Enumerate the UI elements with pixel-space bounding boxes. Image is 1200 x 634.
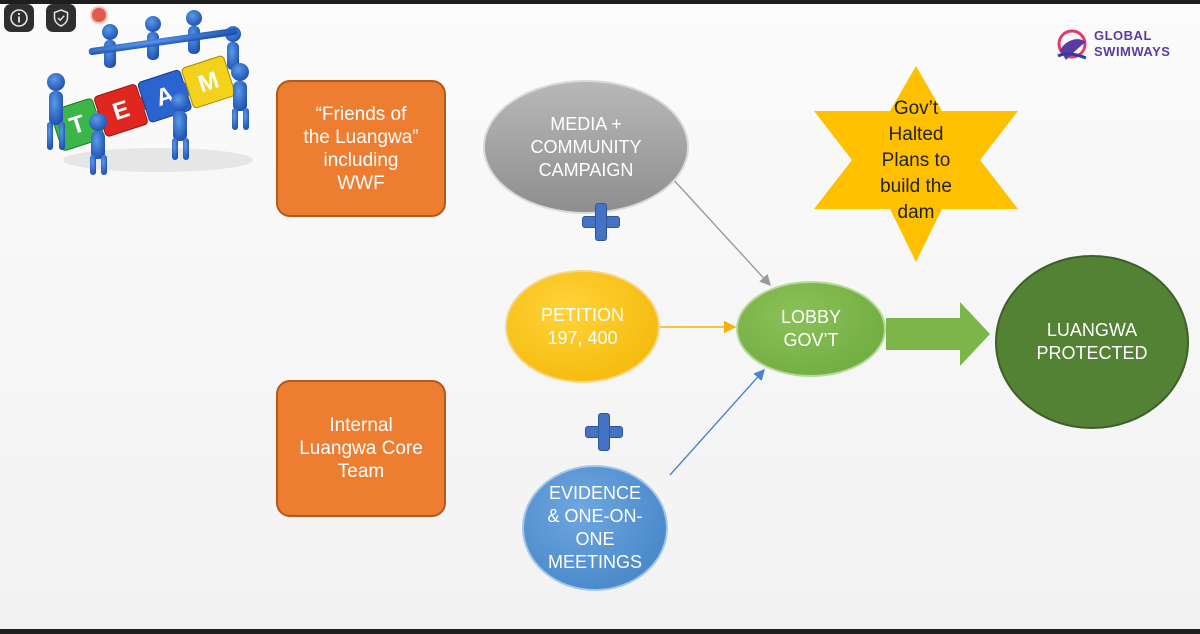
luangwa-protected-node: LUANGWA PROTECTED	[995, 255, 1189, 429]
petition-node: PETITION 197, 400	[505, 270, 660, 383]
shield-check-icon	[53, 9, 69, 27]
window-bottom-bar	[0, 629, 1200, 634]
logo-text-global: GLOBAL	[1094, 28, 1152, 43]
info-button[interactable]	[4, 4, 34, 32]
star-shape	[814, 66, 1018, 262]
logo-text-swimways: SWIMWAYS	[1094, 44, 1171, 59]
arrow-evidence-to-lobby	[669, 368, 765, 476]
security-button[interactable]	[46, 4, 76, 32]
recording-indicator-icon	[92, 8, 106, 22]
plus-icon-bottom	[585, 413, 623, 451]
media-campaign-node: MEDIA + COMMUNITY CAMPAIGN	[483, 80, 689, 214]
internal-core-team-box: Internal Luangwa Core Team	[276, 380, 446, 517]
info-icon	[10, 9, 28, 27]
evidence-meetings-node: EVIDENCE & ONE-ON- ONE MEETINGS	[522, 465, 668, 591]
puzzle-letter-e: E	[109, 96, 133, 127]
big-arrow-to-protected	[886, 302, 990, 366]
lobby-govt-node: LOBBY GOV’T	[736, 281, 886, 377]
star-halted-text: Gov’t Halted Plans to build the dam	[880, 98, 952, 223]
global-swimways-logo	[1057, 29, 1087, 60]
arrow-media-to-lobby	[659, 164, 771, 287]
team-puzzle-clipart: T E A M	[47, 10, 253, 175]
plus-icon-top	[582, 203, 620, 241]
friends-of-luangwa-box: “Friends of the Luangwa” including WWF	[276, 80, 446, 217]
window-top-bar	[0, 0, 1200, 4]
